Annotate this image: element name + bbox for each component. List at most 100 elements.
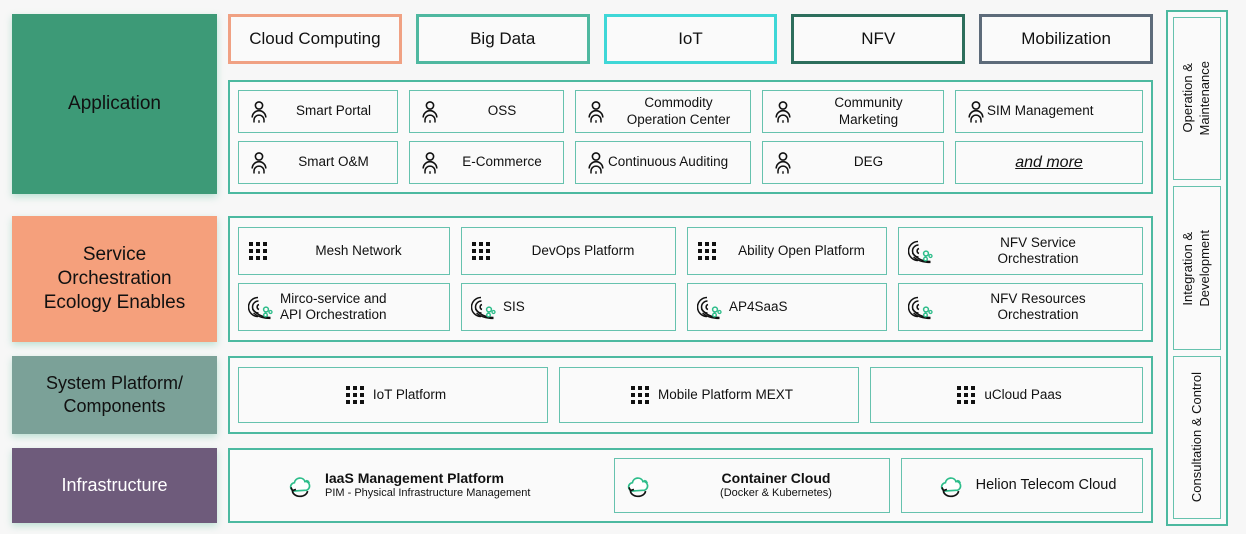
sidebar-item-operation-maintenance[interactable]: Operation & Maintenance [1173,17,1221,181]
sidebar-item-label: Integration & Development [1180,229,1212,307]
app-item-smart-om[interactable]: Smart O&M [238,141,398,184]
service-item-nfv-resources-orchestration[interactable]: NFV Resources Orchestration [898,283,1143,331]
category-big-data-label: Big Data [470,29,536,48]
category-nfv[interactable]: NFV [791,14,966,64]
service-item-mesh-network[interactable]: Mesh Network [238,227,450,275]
service-item-label: SIS [503,298,525,314]
person-icon [585,151,607,175]
service-item-nfv-service-orchestration[interactable]: NFV Service Orchestration [898,227,1143,275]
infra-item-iaas-management-platform[interactable]: IaaS Management Platform PIM - Physical … [238,458,603,513]
app-item-sim-management[interactable]: SIM Management [955,90,1143,133]
layer-label-service: Service Orchestration Ecology Enables [12,216,217,342]
layer-label-service-text: Service Orchestration Ecology Enables [43,243,186,314]
system-item-label: IoT Platform [372,386,447,402]
service-orchestration-panel: Mesh Network DevOps Platform Ability Ope… [228,216,1153,342]
person-icon [248,151,270,175]
grid-dots-icon [956,385,976,405]
sidebar-item-consultation-control[interactable]: Consultation & Control [1173,355,1221,519]
application-panel: Smart Portal OSS Commodity Operation Cen… [228,80,1153,194]
infra-item-text: IaaS Management Platform PIM - Physical … [325,470,530,501]
person-icon [965,100,987,124]
orchestration-icon [471,294,497,320]
app-item-label: Commodity Operation Center [626,95,731,127]
cloud-refresh-icon [286,472,316,500]
grid-dots-icon [471,241,491,261]
service-item-ap4saas[interactable]: AP4SaaS [687,283,887,331]
infrastructure-panel: IaaS Management Platform PIM - Physical … [228,448,1153,523]
app-item-label: Smart O&M [298,154,369,170]
service-row-2: Mirco-service and API Orchestration SIS … [238,283,1143,331]
app-item-commodity-operation-center[interactable]: Commodity Operation Center [575,90,751,133]
app-item-label: Community Marketing [834,95,903,127]
app-item-label: SIM Management [987,103,1094,119]
service-item-ability-open-platform[interactable]: Ability Open Platform [687,227,887,275]
cloud-refresh-icon [937,472,967,500]
app-item-e-commerce[interactable]: E-Commerce [409,141,564,184]
service-item-sis[interactable]: SIS [461,283,676,331]
infra-item-title: Helion Telecom Cloud [975,477,1117,494]
system-item-label: uCloud Paas [984,386,1062,402]
infra-item-text: Container Cloud (Docker & Kubernetes) [663,470,889,501]
service-item-label: NFV Service Orchestration [997,234,1079,266]
category-iot-label: IoT [678,29,703,48]
layer-label-system: System Platform/ Components [12,356,217,434]
system-item-mobile-platform-mext[interactable]: Mobile Platform MEXT [559,367,859,423]
app-item-label: DEG [853,154,884,170]
service-item-label: DevOps Platform [531,242,635,258]
app-item-label: Continuous Auditing [608,154,729,170]
infra-item-title: IaaS Management Platform [325,469,504,486]
layer-label-application-text: Application [68,92,161,114]
grid-dots-icon [345,385,365,405]
service-item-label: Mesh Network [315,242,402,258]
sidebar-item-label: Consultation & Control [1188,372,1204,503]
infra-item-container-cloud[interactable]: Container Cloud (Docker & Kubernetes) [614,458,890,513]
layer-label-infrastructure: Infrastructure [12,448,217,523]
category-button-row: Cloud Computing Big Data IoT NFV Mobiliz… [228,14,1153,64]
infra-item-subtitle: (Docker & Kubernetes) [720,487,832,500]
layer-label-infrastructure-text: Infrastructure [61,474,168,495]
service-item-label: NFV Resources Orchestration [990,290,1086,322]
app-item-label: Smart Portal [295,103,372,119]
orchestration-icon [908,294,934,320]
system-row: IoT Platform Mobile Platform MEXT uCloud… [238,367,1143,423]
infra-item-helion-telecom-cloud[interactable]: Helion Telecom Cloud [901,458,1143,513]
system-item-iot-platform[interactable]: IoT Platform [238,367,548,423]
app-item-continuous-auditing[interactable]: Continuous Auditing [575,141,751,184]
person-icon [772,100,794,124]
person-icon [248,100,270,124]
person-icon [772,151,794,175]
category-mobilization-label: Mobilization [1021,29,1111,48]
system-platform-panel: IoT Platform Mobile Platform MEXT uCloud… [228,356,1153,434]
app-item-oss[interactable]: OSS [409,90,564,133]
app-item-and-more[interactable]: and more [955,141,1143,184]
system-item-label: Mobile Platform MEXT [657,386,794,402]
application-row-1: Smart Portal OSS Commodity Operation Cen… [238,90,1143,133]
service-item-micro-service-api-orchestration[interactable]: Mirco-service and API Orchestration [238,283,450,331]
service-item-devops-platform[interactable]: DevOps Platform [461,227,676,275]
category-cloud-computing-label: Cloud Computing [249,29,381,48]
layer-label-application: Application [12,14,217,194]
category-mobilization[interactable]: Mobilization [979,14,1153,64]
category-iot[interactable]: IoT [603,14,778,64]
service-row-1: Mesh Network DevOps Platform Ability Ope… [238,227,1143,275]
app-item-community-marketing[interactable]: Community Marketing [762,90,944,133]
application-row-2: Smart O&M E-Commerce Continuous Auditing [238,141,1143,184]
service-item-label: AP4SaaS [729,298,788,314]
and-more-label: and more [1015,153,1083,171]
service-item-label: Mirco-service and API Orchestration [280,290,387,322]
category-nfv-label: NFV [861,29,896,48]
category-big-data[interactable]: Big Data [415,14,590,64]
category-cloud-computing[interactable]: Cloud Computing [228,14,402,64]
sidebar-item-integration-development[interactable]: Integration & Development [1173,186,1221,350]
app-item-smart-portal[interactable]: Smart Portal [238,90,398,133]
system-item-ucloud-paas[interactable]: uCloud Paas [870,367,1143,423]
person-icon [585,100,607,124]
app-item-deg[interactable]: DEG [762,141,944,184]
app-item-label: OSS [487,103,517,119]
infra-item-title: Container Cloud [721,469,831,486]
app-item-label: E-Commerce [462,154,542,170]
orchestration-icon [697,294,723,320]
orchestration-icon [248,294,274,320]
cloud-refresh-icon [624,472,654,500]
person-icon [419,100,441,124]
